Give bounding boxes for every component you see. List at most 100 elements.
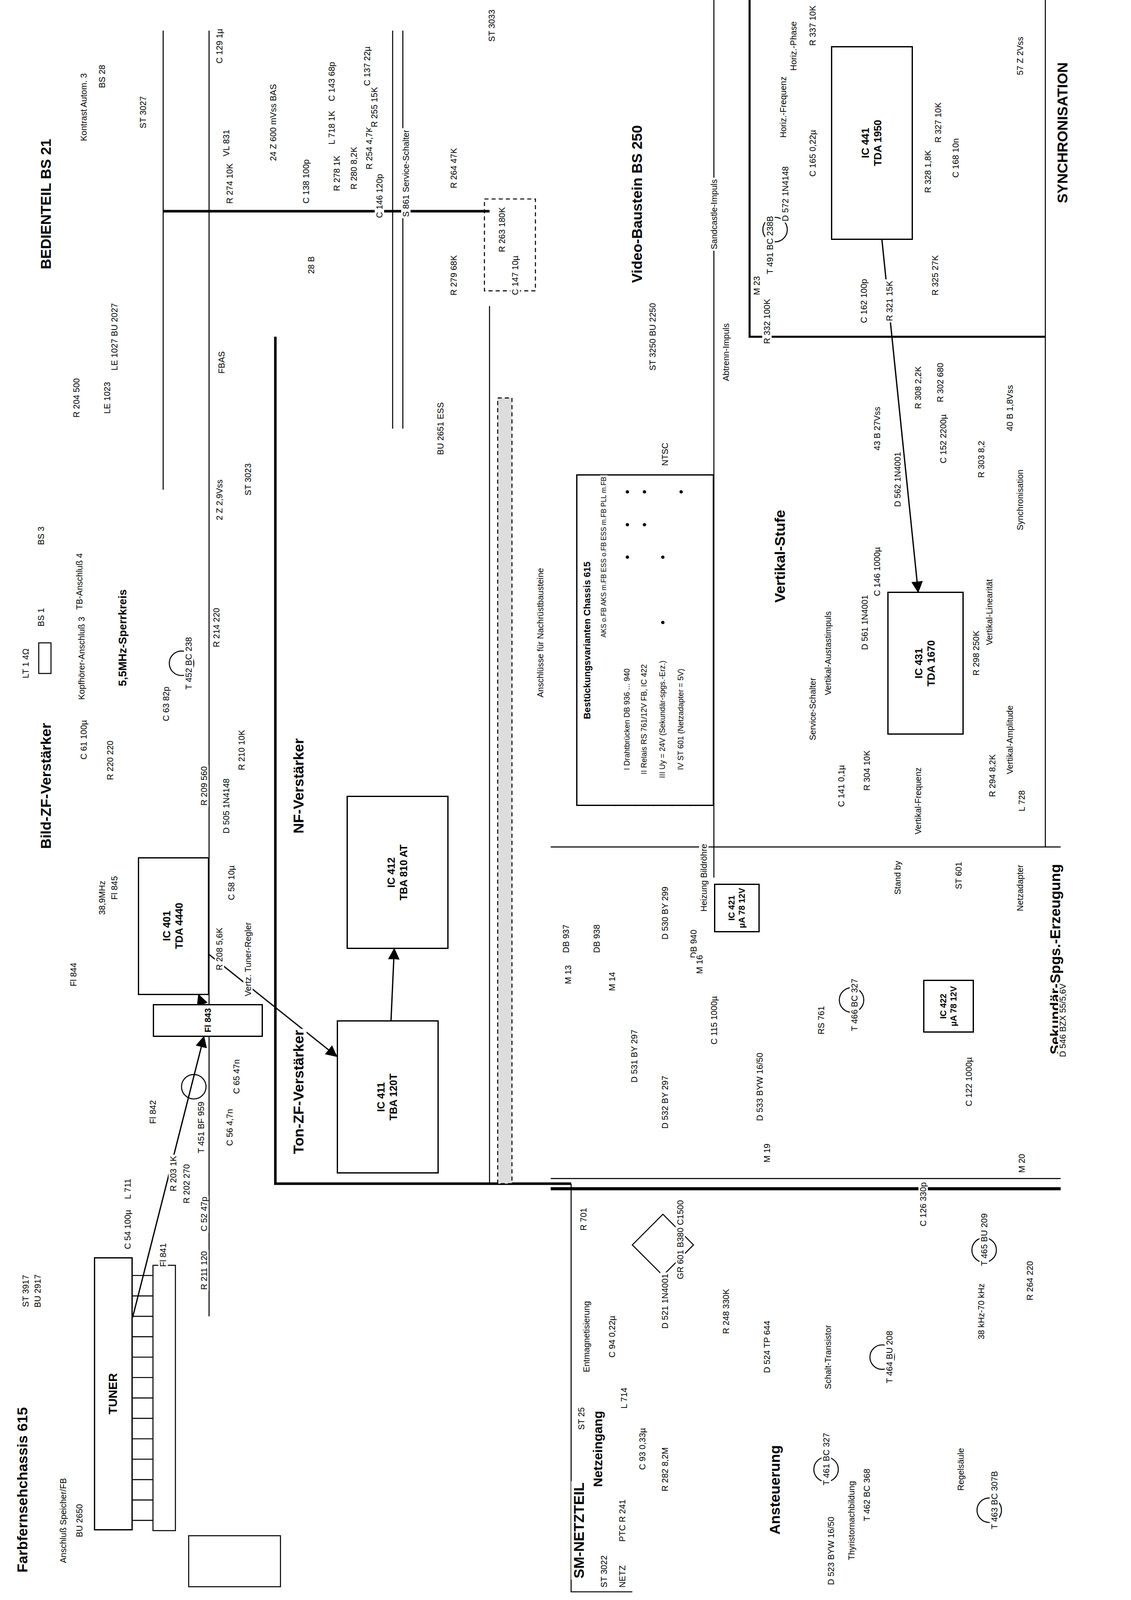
- part-label: Service-Schalter: [807, 676, 818, 742]
- part-label: Horiz.-Frequenz: [778, 75, 788, 139]
- node-text-group: IC 431TDA 1670: [912, 639, 938, 687]
- part-label: R 282 8,2M: [660, 1445, 670, 1493]
- part-label: R 294 8,2K: [987, 752, 997, 799]
- part-label: C 126 330p: [918, 1180, 928, 1228]
- wire: [162, 30, 164, 490]
- table-cell: III Uy = 24V (Sekundär-spgs.-Erz.): [658, 658, 668, 780]
- part-label: D 523 BYW 16/50: [826, 1515, 836, 1586]
- transformer-bar: [550, 1186, 1061, 1190]
- part-label: Stand by: [892, 859, 903, 896]
- part-label: M 13: [563, 963, 573, 986]
- ic-box: IC 411TBA 120T: [336, 1020, 439, 1174]
- part-label: D 521 1N4001: [660, 1271, 670, 1330]
- wire: [749, 0, 1046, 337]
- part-label: C 152 2200µ: [938, 412, 948, 465]
- part-label: VL 831: [221, 128, 231, 158]
- part-label: Netzadapter: [1015, 862, 1025, 913]
- part-label: D 546 BZX 55/5,6V: [1058, 982, 1068, 1059]
- part-label: R 255 15K: [369, 85, 379, 129]
- part-label: Fl 844: [68, 961, 79, 988]
- part-label: Schalt-Transistor: [823, 1323, 833, 1391]
- signal-connector: [132, 1036, 205, 1318]
- table-cell: ●: [676, 488, 686, 496]
- ic-box: IC 401TDA 4440: [137, 856, 210, 995]
- part-label: D 532 BY 297: [660, 1073, 670, 1130]
- part-label: Thyristornachbildung: [846, 1479, 857, 1562]
- part-label: M 20: [1017, 1152, 1027, 1174]
- part-label: L 711: [122, 1177, 133, 1201]
- part-label: C 137 22µ: [362, 45, 372, 88]
- table-cell: ●: [658, 618, 668, 627]
- wire: [571, 1183, 633, 1592]
- part-label: ST 3917: [20, 1273, 31, 1308]
- part-label: D 505 1N4148: [221, 777, 231, 835]
- part-label: C 61 100µ: [78, 718, 89, 761]
- part-label: D 530 BY 299: [660, 885, 670, 941]
- part-label: R 211 120: [199, 1249, 209, 1292]
- part-label: T 463 BC 307B: [989, 1469, 1000, 1531]
- node-text-group: IC 421µA 78 12V: [726, 887, 748, 928]
- part-label: T 464 BU 208: [884, 1329, 895, 1385]
- part-label: R 701: [578, 1206, 589, 1232]
- ic-box: IC 441TDA 1950: [830, 46, 913, 240]
- part-label: BS 3: [36, 524, 46, 546]
- part-label: Kontrast Autom. 3: [78, 71, 89, 143]
- node-text: IC 431: [912, 639, 926, 687]
- part-label: M 19: [762, 1142, 772, 1164]
- part-label: L 718 1K: [326, 109, 337, 146]
- connector-symbol: [152, 1265, 176, 1531]
- table-cell: ●: [623, 520, 632, 528]
- node-text-group: Fl 843: [202, 1008, 213, 1033]
- node-text-group: TUNER: [106, 1372, 121, 1414]
- part-label: D 533 BYW 16/50: [754, 1051, 765, 1123]
- part-label: C 129 1µ: [214, 27, 225, 65]
- ic-box: IC 412TBA 810 AT: [346, 795, 449, 949]
- part-label: Heizung Bildröhre: [699, 842, 709, 913]
- section-title: Netzeingang: [590, 1409, 605, 1488]
- part-label: BS 28: [97, 63, 107, 90]
- part-label: R 302 680: [935, 361, 945, 404]
- part-label: 38 kHz-70 kHz: [976, 1281, 986, 1341]
- part-label: C 165 0,22µ: [807, 128, 818, 178]
- part-label: 57 Z 2Vss: [1015, 35, 1025, 77]
- table-cell: ESS o.FB: [600, 540, 608, 574]
- part-label: BS 1: [36, 606, 46, 628]
- node-text: Fl 843: [202, 1008, 213, 1033]
- part-label: C 54 100µ: [122, 1208, 133, 1251]
- part-label: ST 3023: [243, 462, 253, 497]
- connector-symbol: [188, 1535, 281, 1587]
- signal-connector: [881, 239, 919, 592]
- part-label: S 861 Service-Schalter: [401, 128, 411, 219]
- part-label: Vertikal-Frequenz: [913, 766, 923, 836]
- part-label: GR 601 B380 C1500: [675, 1198, 686, 1281]
- part-label: Vertikal-Linearität: [984, 577, 994, 647]
- part-label: Fl 842: [148, 1098, 158, 1126]
- part-label: C 58 10µ: [226, 863, 237, 902]
- section-title: Ton-ZF-Verstärker: [290, 1028, 307, 1155]
- part-label: D 562 1N4001: [892, 450, 903, 509]
- part-label: Abtrenn-Impuls: [721, 321, 731, 383]
- part-label: Fl 845: [109, 874, 120, 901]
- part-label: R 337 10K: [807, 3, 818, 47]
- part-label: Anschlüsse für Nachrüstbausteine: [535, 566, 546, 699]
- part-label: R 202 270: [181, 1162, 192, 1205]
- section-title: Video-Baustein BS 250: [629, 123, 646, 285]
- table-cell: I Drahtbrücken DB 936 ... 940: [623, 667, 632, 772]
- part-label: M 23: [752, 274, 762, 297]
- part-label: R 328 1,8K: [923, 148, 933, 195]
- part-label: T 461 BC 327: [821, 1431, 831, 1487]
- wire: [275, 336, 572, 1184]
- node-text-group: IC 411TBA 120T: [375, 1072, 400, 1120]
- part-label: 38,9MHz: [97, 879, 107, 916]
- table-cell: ●: [623, 488, 632, 496]
- part-label: M 14: [607, 970, 617, 992]
- part-label: ST 3022: [599, 1553, 609, 1589]
- part-label: Kopfhörer-Anschluß 3: [76, 615, 87, 701]
- table-cell: AKS o.FB: [600, 606, 608, 639]
- part-label: Entmagnetisierung: [581, 1299, 592, 1374]
- part-label: D 561 1N4001: [859, 593, 870, 652]
- part-label: R 278 1K: [332, 154, 342, 193]
- part-label: D 524 TP 644: [762, 1319, 772, 1375]
- part-label: C 93 0,33µ: [637, 1426, 648, 1471]
